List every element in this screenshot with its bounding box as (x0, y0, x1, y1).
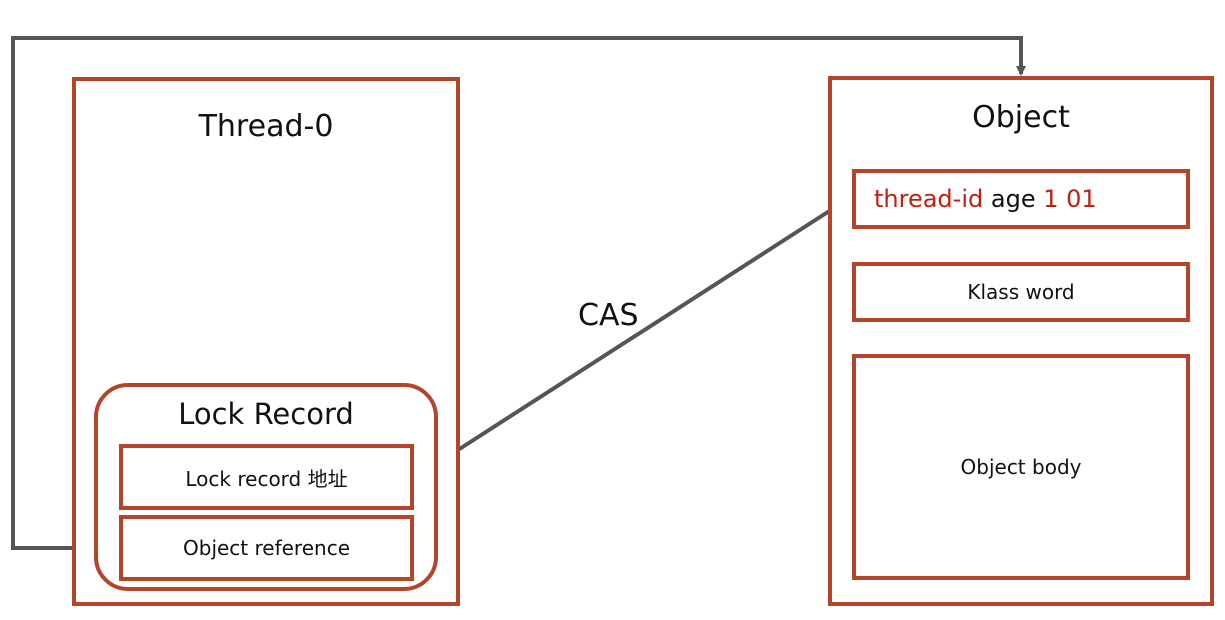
object-reference-label: Object reference (183, 536, 350, 560)
lock-record-title: Lock Record (178, 397, 354, 431)
lock-record-address-label: Lock record 地址 (185, 466, 348, 491)
object-body-cell: Object body (852, 354, 1190, 580)
thread-title: Thread-0 (198, 109, 334, 144)
cas-double-arrow (414, 197, 850, 479)
mark-word-bits: 1 01 (1043, 185, 1097, 213)
object-body-label: Object body (960, 455, 1082, 479)
mark-word-cell: thread-id age 1 01 (852, 169, 1190, 229)
object-reference-cell: Object reference (119, 515, 414, 581)
klass-word-cell: Klass word (852, 262, 1190, 322)
mark-word-age: age (990, 185, 1036, 213)
klass-word-label: Klass word (967, 280, 1075, 304)
object-title: Object (972, 100, 1070, 135)
object-reference-arrow (11, 36, 1026, 550)
lock-record-address-cell: Lock record 地址 (119, 444, 414, 510)
cas-label: CAS (578, 298, 639, 333)
mark-word-thread-id: thread-id (874, 185, 984, 213)
